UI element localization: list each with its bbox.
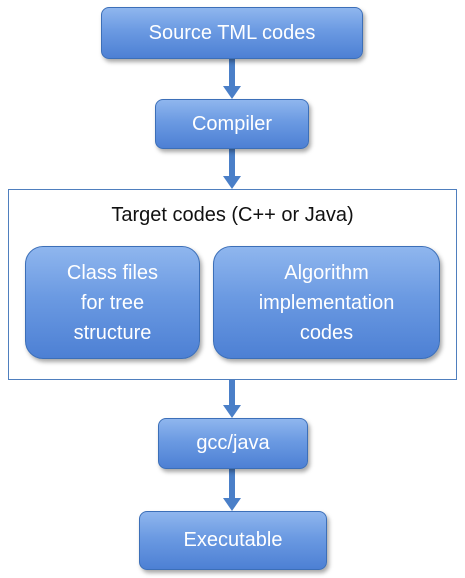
class-files-line-3: structure (73, 321, 152, 344)
arrow-target-to-gcc (223, 380, 241, 418)
target-codes-title: Target codes (C++ or Java) (111, 204, 354, 226)
source-tml-codes-box: Source TML codes (101, 7, 363, 59)
arrow-compiler-to-target (223, 149, 241, 189)
class-files-box: Class files for tree structure (25, 246, 200, 359)
algorithm-line-3: codes (299, 321, 354, 344)
gcc-java-label: gcc/java (196, 432, 270, 454)
class-files-line-1: Class files (66, 261, 159, 284)
algorithm-line-2: implementation (258, 291, 395, 314)
class-files-line-2: for tree (80, 291, 145, 314)
arrow-source-to-compiler (223, 59, 241, 99)
compiler-box: Compiler (155, 99, 309, 149)
compiler-label: Compiler (191, 112, 273, 135)
executable-label: Executable (183, 529, 283, 551)
algorithm-box: Algorithm implementation codes (213, 246, 440, 359)
executable-box: Executable (139, 511, 327, 570)
arrow-gcc-to-executable (223, 469, 241, 511)
algorithm-line-1: Algorithm (284, 261, 369, 284)
gcc-java-box: gcc/java (158, 418, 308, 469)
source-tml-codes-label: Source TML codes (148, 21, 316, 44)
